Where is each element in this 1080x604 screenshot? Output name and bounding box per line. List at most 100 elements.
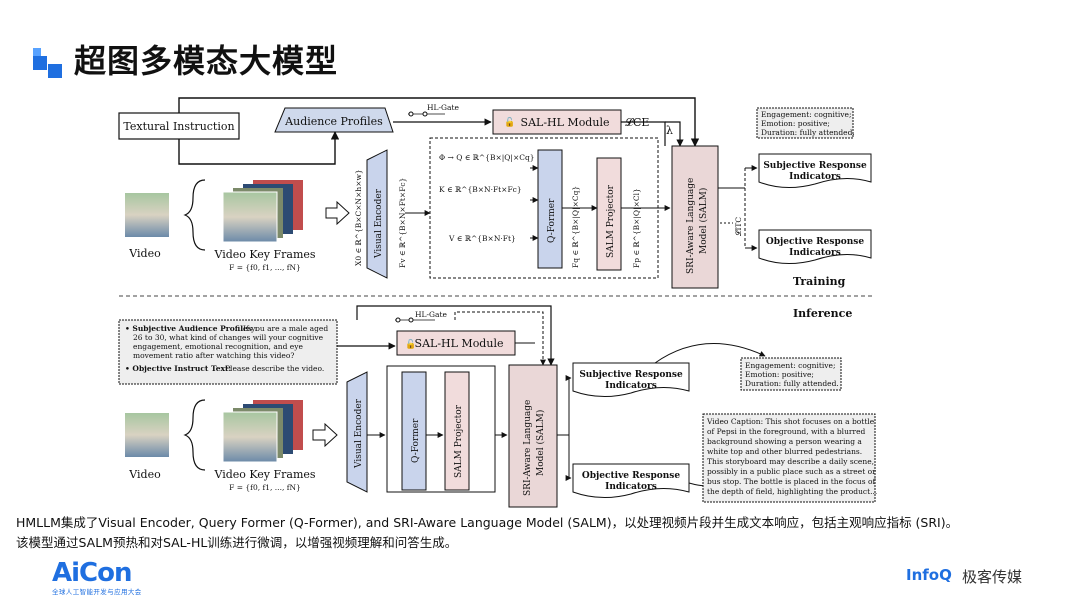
svg-text:Duration: fully attended.: Duration: fully attended. [745, 379, 839, 388]
caption-line-2: 该模型通过SALM预热和对SAL-HL训练进行微调，以增强视频理解和问答生成。 [16, 535, 458, 550]
key-frames-stack-training [222, 180, 303, 243]
svg-text:• Subjective Audience Profiles: • Subjective Audience Profiles : [125, 324, 258, 333]
svg-text:F = {f0, f1, ..., fN}: F = {f0, f1, ..., fN} [229, 483, 301, 492]
title-logo-square [33, 56, 47, 70]
key-frames-stack-inference [222, 400, 303, 463]
loss-itc-label: 𝓛ITC [733, 217, 743, 236]
salm-training: SRI-Aware Language Model (SALM) [671, 145, 719, 289]
visual-encoder-training: Visual Encoder [366, 149, 388, 279]
salm-projector-training: SALM Projector [596, 157, 622, 271]
infoq-logo: InfoQ [906, 566, 952, 584]
title-logo-small-square [33, 48, 41, 56]
salm-projector-label-training: SALM Projector [606, 184, 616, 258]
q-former-training: Q-Former [537, 149, 563, 269]
svg-text:SALM Projector: SALM Projector [454, 404, 464, 478]
audience-profiles-label: Audience Profiles [284, 115, 383, 128]
sal-hl-module-training: 🔓 SAL-HL Module [492, 109, 622, 135]
caption-line-1: HMLLM集成了Visual Encoder, Query Former (Q-… [16, 515, 959, 530]
svg-text:Q-Former: Q-Former [411, 418, 421, 463]
sal-hl-module-inference: 🔓 SAL-HL Module [396, 330, 516, 356]
svg-text:the depth of field, highlighti: the depth of field, highlighting the pro… [707, 487, 877, 496]
svg-text:Indicators: Indicators [605, 482, 657, 492]
svg-text:of Pepsi in the foreground, wi: of Pepsi in the foreground, with a blurr… [707, 427, 866, 436]
page-title: 超图多模态大模型 [74, 42, 339, 80]
objective-indicators-training: Objective Response Indicators [758, 229, 872, 264]
fv-label: Fv ∈ ℝ^{B×N×Ft×Fc} [398, 178, 407, 268]
svg-text:background showing a person we: background showing a person wearing a [707, 437, 862, 446]
textural-instruction-label: Textural Instruction [123, 120, 234, 133]
svg-text:possibly in a public place suc: possibly in a public place such as a str… [707, 467, 876, 476]
svg-text:Objective Response: Objective Response [766, 237, 864, 247]
inference-prompt-box: • Subjective Audience Profiles : If you … [118, 319, 338, 385]
svg-text:HL-Gate: HL-Gate [415, 310, 448, 319]
salm-inference: SRI-Aware Language Model (SALM) [508, 364, 558, 508]
svg-text:movement ratio after watching: movement ratio after watching this video… [133, 351, 294, 360]
slide-caption: HMLLM集成了Visual Encoder, Query Former (Q-… [16, 513, 1066, 553]
svg-text:Indicators: Indicators [789, 172, 841, 182]
sri-note-training: Engagement: cognitive; Emotion: positive… [756, 107, 855, 139]
lambda-label: λ [666, 124, 673, 137]
caption-note-inference: Video Caption: This shot focuses on a bo… [702, 413, 877, 503]
svg-text:SRI-Aware Language: SRI-Aware Language [523, 400, 533, 496]
architecture-diagram: Textural Instruction Audience Profiles H… [118, 97, 877, 508]
v-label: V ∈ ℝ^{B×N·Ft} [448, 234, 516, 243]
svg-text:Model (SALM): Model (SALM) [535, 410, 546, 476]
svg-text:🔓: 🔓 [405, 338, 416, 350]
hl-gate-inference: HL-Gate [395, 310, 448, 323]
training-label: Training [793, 275, 846, 288]
svg-text:engagement, emotional recognit: engagement, emotional recognition, and e… [133, 342, 303, 351]
brace-training [183, 179, 206, 251]
hl-gate-training: HL-Gate [408, 103, 460, 117]
sri-note-inference: Engagement: cognitive; Emotion: positive… [740, 357, 842, 391]
q-former-label-training: Q-Former [547, 198, 557, 243]
svg-text:Engagement: cognitive;: Engagement: cognitive; [761, 110, 851, 119]
aicon-logo: AiCon [52, 558, 132, 588]
q-former-region-inference [386, 365, 496, 493]
visual-encoder-label-training: Visual Encoder [374, 188, 384, 259]
svg-text:Indicators: Indicators [605, 381, 657, 391]
svg-text:Engagement: cognitive;: Engagement: cognitive; [745, 361, 835, 370]
svg-text:Visual Encoder: Visual Encoder [354, 398, 364, 469]
audience-profiles-box: Audience Profiles [274, 107, 394, 133]
svg-text:If you are a male aged: If you are a male aged [243, 324, 328, 333]
video-thumbnail-training [125, 193, 169, 237]
svg-text:• Objective Instruct Text:: • Objective Instruct Text: [125, 364, 231, 373]
salm-label-training-2: Model (SALM) [698, 188, 709, 254]
fp-label: Fp ∈ ℝ^{B×|Q|×Cl} [632, 188, 641, 268]
subjective-indicators-inference: Subjective Response Indicators [572, 362, 690, 397]
phi-q-label: Φ → Q ∈ ℝ^{B×|Q|×Cq} [439, 153, 535, 162]
subjective-indicators-training: Subjective Response Indicators [758, 153, 872, 188]
salm-projector-inference: SALM Projector [444, 371, 470, 491]
svg-text:Please describe the video.: Please describe the video. [225, 364, 324, 373]
svg-text:🔓: 🔓 [504, 116, 515, 128]
video-thumbnail-inference [125, 413, 169, 457]
frames-set-training: F = {f0, f1, ..., fN} [229, 263, 301, 272]
svg-text:Subjective Response: Subjective Response [579, 370, 683, 380]
fq-label: Fq ∈ ℝ^{B×|Q|×Cq} [571, 186, 580, 268]
inference-label: Inference [793, 307, 852, 320]
sal-hl-label: SAL-HL Module [521, 116, 610, 129]
svg-text:Video Caption: This shot focus: Video Caption: This shot focuses on a bo… [706, 417, 875, 426]
brace-inference [183, 399, 206, 471]
svg-text:Subjective Response: Subjective Response [763, 161, 867, 171]
svg-text:white top and other blurred pe: white top and other blurred pedestrians. [707, 447, 862, 456]
svg-text:Video Key Frames: Video Key Frames [213, 468, 315, 481]
hl-gate-label: HL-Gate [427, 103, 460, 112]
objective-indicators-inference: Objective Response Indicators [572, 463, 690, 498]
salm-label-training-1: SRI-Aware Language [686, 178, 696, 274]
infoq-logo-cn: 极客传媒 [962, 568, 1023, 586]
svg-text:bus stop. The bottle is placed: bus stop. The bottle is placed in the fo… [707, 477, 877, 486]
svg-text:Duration: fully attended.: Duration: fully attended. [761, 128, 855, 137]
visual-encoder-inference: Visual Encoder [346, 371, 368, 493]
svg-text:26 to 30, what kind of changes: 26 to 30, what kind of changes will your… [133, 333, 324, 342]
q-former-inference: Q-Former [401, 371, 427, 491]
hollow-arrow-training [325, 200, 350, 226]
k-label: K ∈ ℝ^{B×N·Ft×Fc} [439, 185, 522, 194]
svg-text:SAL-HL Module: SAL-HL Module [415, 337, 504, 350]
aicon-logo-subtitle: 全球人工智能开发与应用大会 [52, 588, 142, 596]
hollow-arrow-inference [312, 422, 338, 448]
x0-label: X0 ∈ ℝ^{B×C×N×h×w} [354, 169, 363, 266]
svg-text:Emotion: positive;: Emotion: positive; [745, 370, 814, 379]
svg-text:Emotion: positive;: Emotion: positive; [761, 119, 830, 128]
video-label-training: Video [128, 247, 161, 260]
